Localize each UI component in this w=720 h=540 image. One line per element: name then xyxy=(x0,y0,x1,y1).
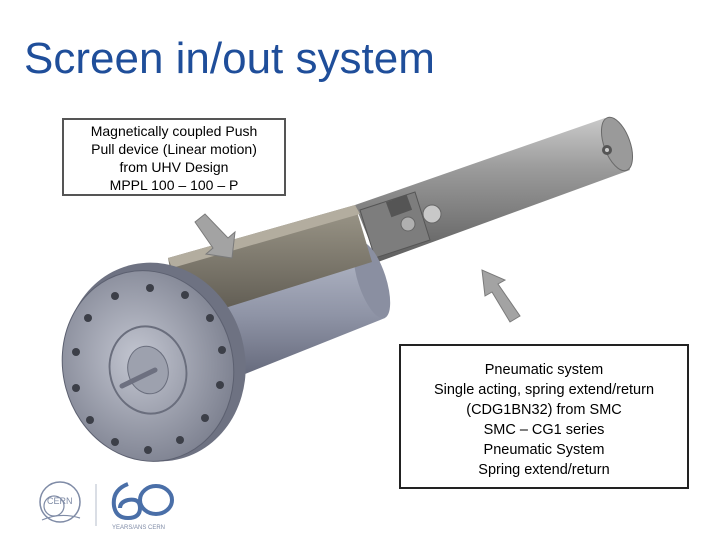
vacuum-flange xyxy=(61,262,246,462)
pneumatic-line-2: Single acting, spring extend/return xyxy=(433,382,655,398)
arrow-to-push-pull xyxy=(194,213,236,259)
pneumatic-line-1: Pneumatic system xyxy=(484,362,604,378)
pneumatic-line-4: SMC – CG1 series xyxy=(483,422,605,438)
coupling-block xyxy=(359,191,442,259)
pneumatic-callout: Pneumatic system Single acting, spring e… xyxy=(399,344,689,489)
pneumatic-line-5: Pneumatic System xyxy=(483,442,605,458)
sixty-years-logo: YEARS/ANS CERN xyxy=(111,482,174,531)
cern-logo: CERN xyxy=(39,481,81,523)
svg-text:YEARS/ANS CERN: YEARS/ANS CERN xyxy=(112,525,165,531)
slide-title: Screen in/out system xyxy=(24,34,435,83)
push-pull-line-2: Pull device (Linear motion) xyxy=(91,141,257,157)
push-pull-line-4: MPPL 100 – 100 – P xyxy=(109,177,239,193)
push-pull-line-1: Magnetically coupled Push xyxy=(90,123,258,139)
pneumatic-line-6: Spring extend/return xyxy=(478,462,610,478)
svg-text:CERN: CERN xyxy=(47,496,73,506)
push-pull-line-3: from UHV Design xyxy=(119,159,229,175)
push-pull-callout: Magnetically coupled Push Pull device (L… xyxy=(62,118,286,196)
pneumatic-line-3: (CDG1BN32) from SMC xyxy=(466,402,622,418)
arrow-to-pneumatic xyxy=(481,269,521,323)
cern-60-years-logo: CERN YEARS/ANS CERN xyxy=(39,481,174,531)
actuator-shaft xyxy=(119,367,158,389)
